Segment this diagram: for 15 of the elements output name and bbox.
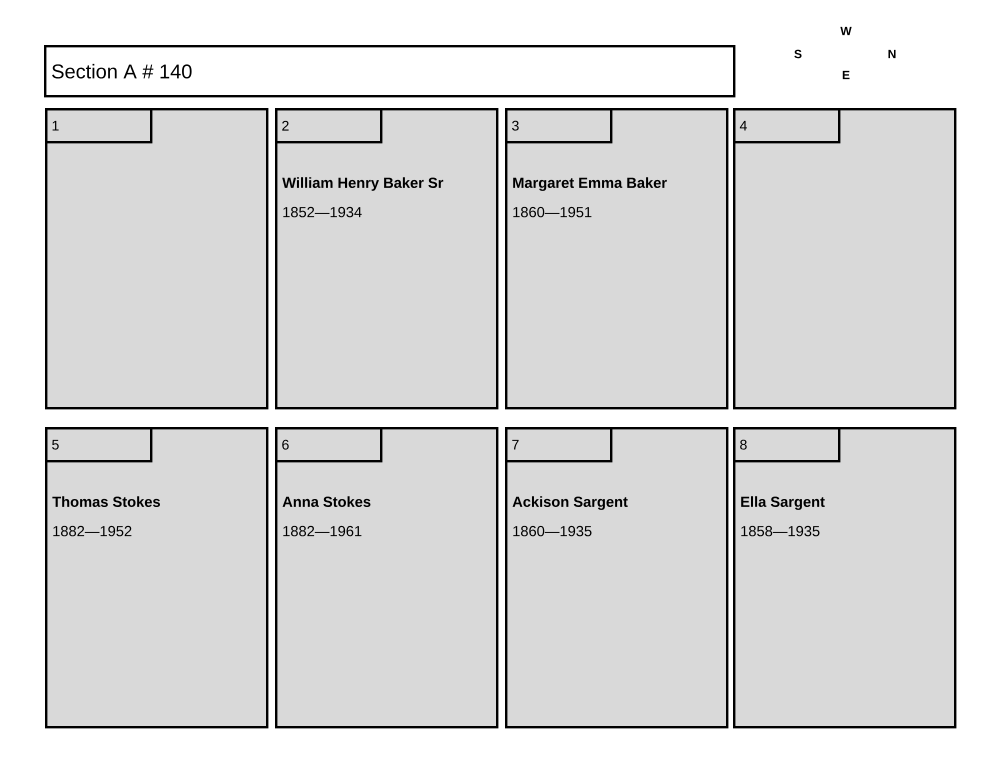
plot-number-tab: 6 [275, 427, 382, 462]
plot-box [45, 108, 268, 410]
plot-number-tab: 2 [275, 108, 382, 144]
plot-number-tab: 4 [733, 108, 840, 144]
plot-box [733, 108, 956, 410]
compass-letter: E [842, 70, 850, 80]
plot-number-tab: 5 [45, 427, 152, 462]
plot-number-tab: 8 [733, 427, 840, 462]
plot-number-tab: 1 [45, 108, 152, 144]
compass-letter: N [888, 50, 896, 58]
plot-number-tab: 3 [505, 108, 612, 144]
compass-letter: S [794, 50, 802, 58]
plot-number-tab: 7 [505, 427, 612, 462]
title-box: Section A # 140 [44, 45, 736, 98]
compass-letter: W [840, 26, 852, 36]
